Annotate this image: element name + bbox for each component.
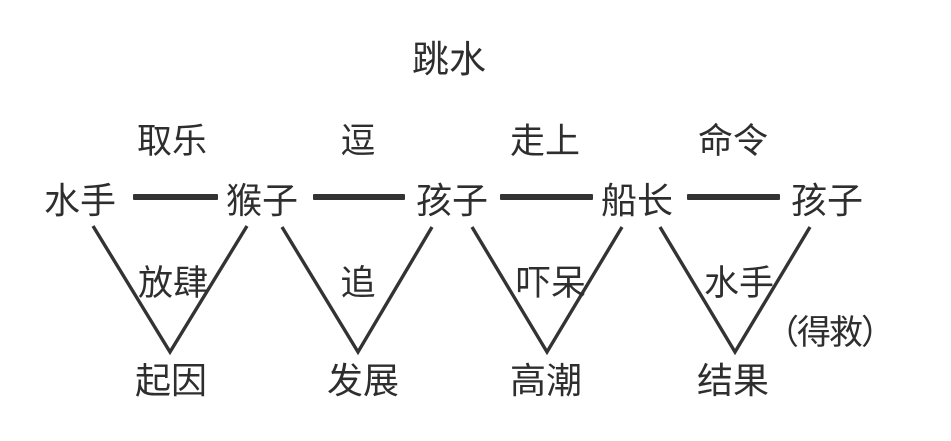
relation-label-qule: 取乐 — [136, 122, 208, 161]
connector-dash-3 — [500, 194, 593, 200]
node-captain: 船长 — [600, 181, 674, 221]
side-note-rescued: （得救） — [765, 315, 895, 352]
connector-dash-2 — [313, 194, 405, 200]
v-connector-result — [658, 226, 812, 356]
relation-label-dou: 逗 — [340, 122, 376, 161]
v-connector-climax — [470, 226, 624, 356]
relation-label-zoushang: 走上 — [509, 122, 581, 161]
v-connector-development — [280, 226, 434, 356]
action-label-shuishou: 水手 — [703, 264, 775, 303]
v-connector-cause — [91, 225, 249, 356]
node-child-2: 孩子 — [790, 181, 864, 221]
node-child: 孩子 — [415, 181, 489, 221]
node-monkey: 猴子 — [225, 181, 299, 221]
stage-label-development: 发展 — [326, 361, 400, 401]
action-label-zhui: 追 — [340, 264, 376, 303]
action-label-xiadai: 吓呆 — [515, 264, 587, 303]
stage-label-result: 结果 — [696, 361, 770, 401]
stage-label-climax: 高潮 — [509, 361, 583, 401]
action-label-fangsi: 放肆 — [137, 264, 209, 303]
stage-label-cause: 起因 — [134, 361, 208, 401]
node-sailor: 水手 — [43, 181, 117, 221]
connector-dash-4 — [687, 194, 780, 200]
connector-dash-1 — [133, 194, 218, 200]
diagram-title: 跳水 — [412, 40, 486, 81]
relation-label-mingling: 命令 — [697, 122, 769, 161]
